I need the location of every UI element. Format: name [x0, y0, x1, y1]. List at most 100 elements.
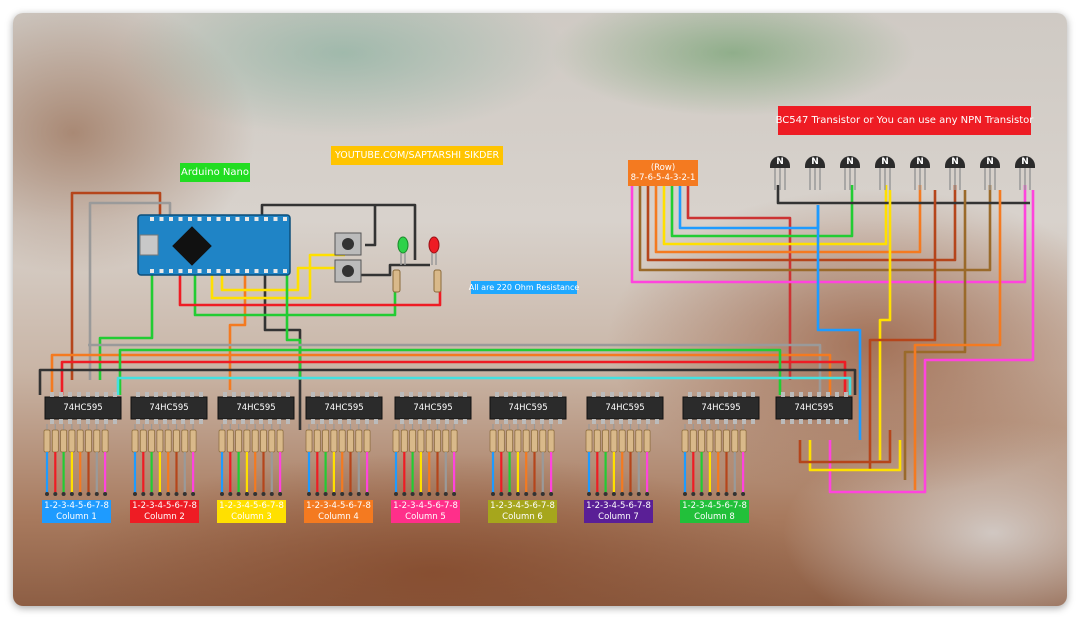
resistor	[489, 429, 497, 453]
chip-pin	[513, 419, 517, 424]
chip-pin	[418, 419, 422, 424]
wire	[903, 190, 967, 480]
chip-pin	[77, 392, 81, 397]
column-pin	[182, 492, 187, 496]
chip-pin	[637, 419, 641, 424]
chip-pin	[655, 392, 659, 397]
resistor	[85, 429, 92, 453]
resistor	[139, 429, 147, 453]
wire	[678, 185, 820, 230]
column-pin	[315, 492, 320, 496]
resistor	[156, 429, 164, 453]
chip-pin	[68, 419, 72, 424]
arduino-pin	[197, 269, 202, 273]
shift-register-chip	[775, 392, 853, 424]
resistor	[189, 429, 197, 453]
wire	[808, 440, 902, 472]
column-pin	[699, 492, 704, 496]
wire	[686, 185, 792, 380]
wire	[210, 253, 345, 300]
resistor	[363, 429, 371, 453]
wire	[178, 272, 442, 307]
resistor	[148, 429, 155, 453]
resistor	[643, 429, 651, 453]
column-name: Column 5	[405, 511, 446, 522]
chip-pin	[427, 392, 431, 397]
chip-body	[217, 396, 295, 420]
wire	[798, 430, 892, 464]
transistor-mark: N	[916, 157, 924, 167]
chip-pin	[751, 392, 755, 397]
column-pin	[278, 492, 283, 496]
column-pins: 1-2-3-4-5-6-7-8	[490, 501, 555, 511]
chip-pin	[817, 392, 821, 397]
column-pin	[191, 492, 196, 496]
chip-pin	[95, 392, 99, 397]
chip-pin	[374, 392, 378, 397]
wire	[654, 185, 922, 254]
shift-register-chip	[489, 392, 567, 424]
chip-pin	[558, 392, 562, 397]
led-resistor	[433, 269, 442, 293]
arduino-pin	[254, 217, 259, 221]
chip-body	[394, 396, 472, 420]
column-pin	[53, 492, 58, 496]
transistor-body	[840, 156, 860, 168]
chip-pin	[733, 392, 737, 397]
column-pin	[69, 492, 74, 496]
resistor	[313, 429, 321, 453]
arduino-pin	[178, 269, 183, 273]
resistor	[635, 429, 643, 453]
chip-pin	[232, 392, 236, 397]
chip-label: 74HC595	[236, 403, 276, 413]
chip-pin	[50, 392, 54, 397]
chip-pin	[531, 419, 535, 424]
transistor-mark: N	[1021, 157, 1029, 167]
chip-pin	[199, 392, 203, 397]
arduino-pin	[235, 217, 240, 221]
shift-register-chip	[682, 392, 760, 424]
resistor	[506, 429, 513, 453]
arduino-pin	[254, 269, 259, 273]
chip-pin	[790, 419, 794, 424]
column-pin	[683, 492, 687, 496]
wire	[638, 185, 992, 272]
column-pin	[228, 492, 233, 496]
resistor	[514, 429, 522, 453]
chip-pin	[427, 419, 431, 424]
wire	[630, 185, 1027, 284]
resistor-banks	[43, 424, 747, 496]
column-pin	[133, 492, 137, 496]
column-pin	[149, 492, 154, 496]
chip-pin	[790, 392, 794, 397]
resistor	[434, 429, 441, 453]
chip-pin	[338, 392, 342, 397]
chip-body	[775, 396, 853, 420]
transistor-mark: N	[986, 157, 994, 167]
chip-pin	[374, 419, 378, 424]
resistor	[497, 429, 505, 453]
chip-pin	[835, 392, 839, 397]
chip-pin	[286, 419, 290, 424]
chip-pin	[145, 419, 149, 424]
resistor	[173, 429, 180, 453]
column-pin	[365, 492, 370, 496]
column-pin	[452, 492, 457, 496]
column-pin	[645, 492, 650, 496]
transistor-mark: N	[881, 157, 889, 167]
chip-pin	[59, 419, 63, 424]
chip-pin	[495, 392, 499, 397]
resistor	[731, 429, 739, 453]
resistor	[531, 429, 538, 453]
column-pin	[741, 492, 746, 496]
resistor	[226, 429, 234, 453]
transistor-mark: N	[951, 157, 959, 167]
resistor	[93, 429, 101, 453]
chip-pin	[522, 419, 526, 424]
arduino-pin	[188, 217, 192, 221]
column-name: Column 8	[694, 511, 735, 522]
transistor-label: BC547 Transistor or You can use any NPN …	[776, 106, 1033, 135]
chip-pin	[400, 419, 404, 424]
resistor	[689, 429, 697, 453]
